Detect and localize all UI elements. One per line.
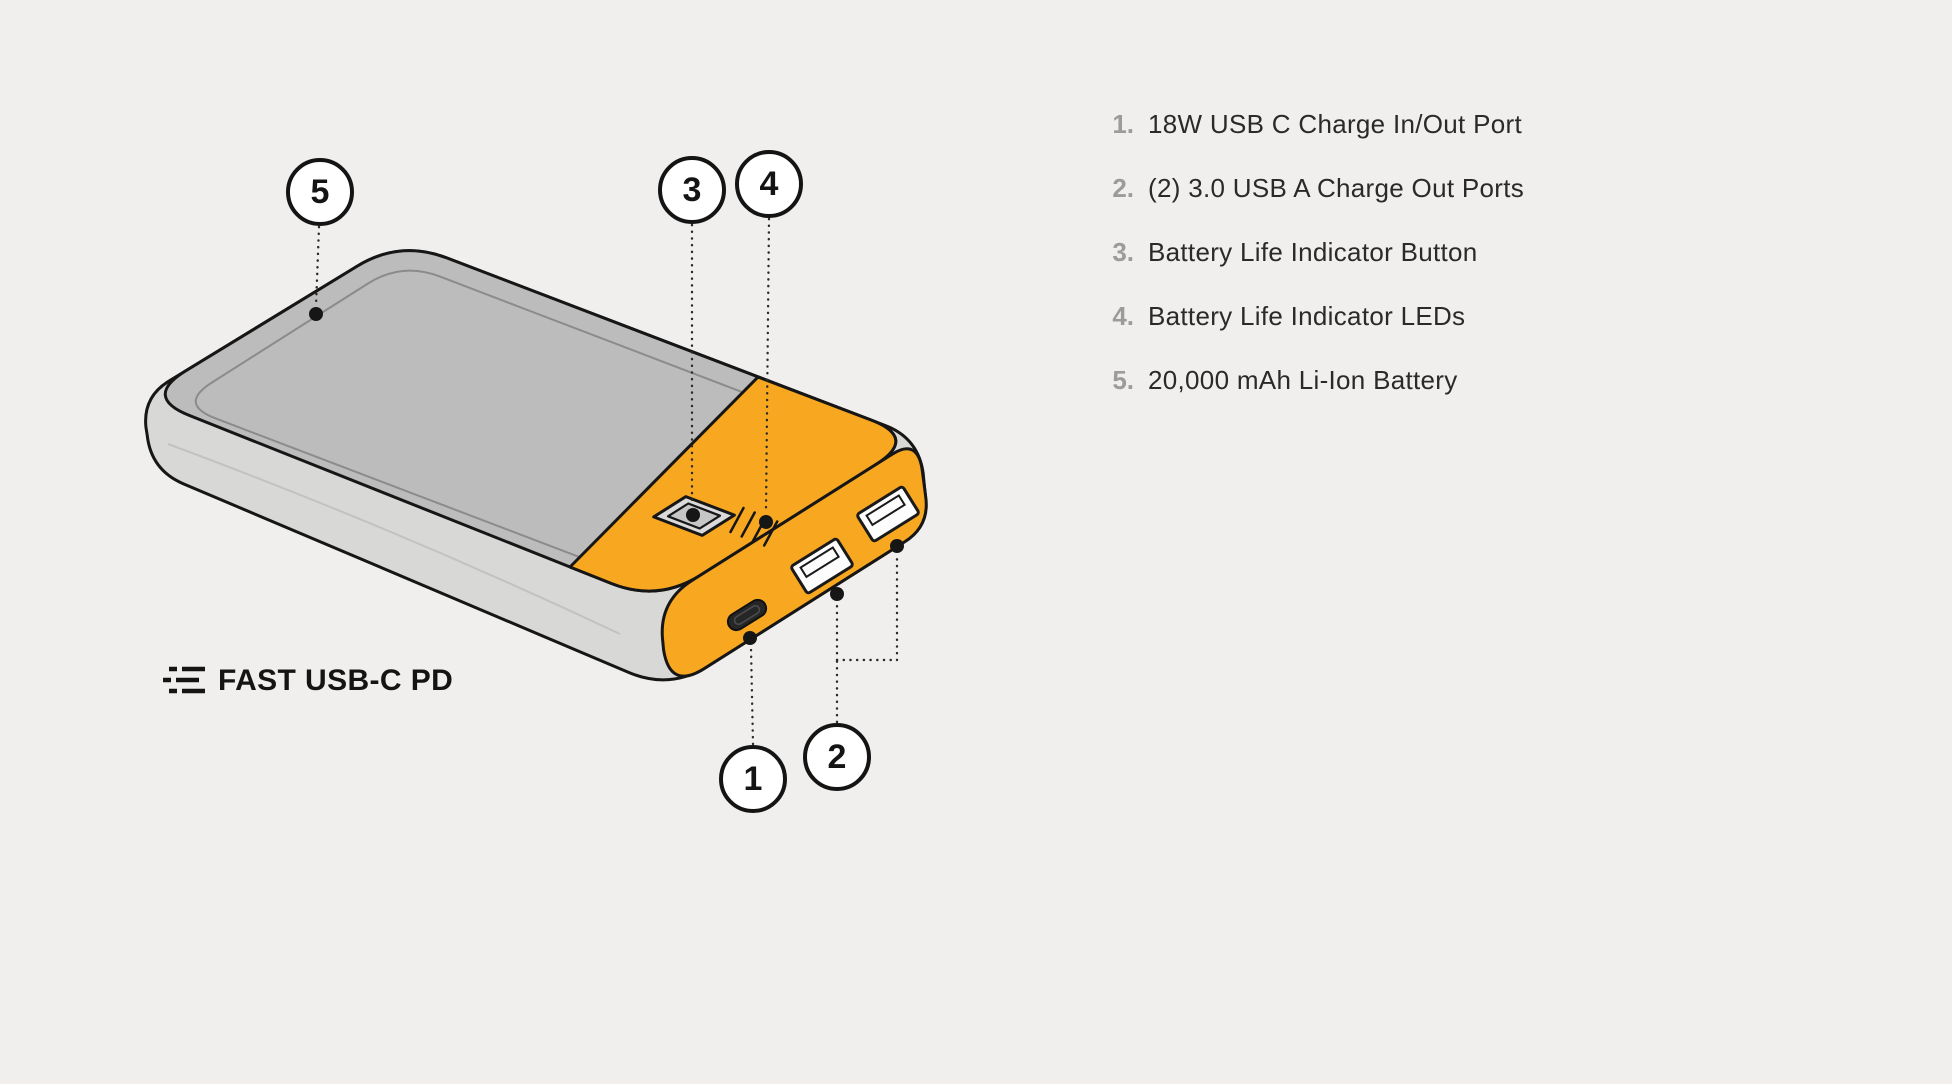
legend-item-text: 20,000 mAh Li-Ion Battery xyxy=(1148,364,1458,395)
legend-item-3: 3. Battery Life Indicator Button xyxy=(1098,220,1524,284)
leader-dots xyxy=(309,307,904,645)
fast-usbc-pd-badge: FAST USB-C PD xyxy=(163,664,453,698)
leader-lines xyxy=(314,217,899,746)
device-side-seam xyxy=(167,443,621,635)
parts-legend: 1. 18W USB C Charge In/Out Port 2. (2) 3… xyxy=(1098,92,1524,412)
legend-item-text: Battery Life Indicator LEDs xyxy=(1148,300,1466,331)
leader-line-1 xyxy=(749,646,755,746)
legend-item-text: 18W USB C Charge In/Out Port xyxy=(1148,108,1522,139)
callout-circle-5: 5 xyxy=(286,158,354,226)
speed-lines-icon xyxy=(163,666,205,694)
callout-circle-2: 2 xyxy=(803,723,871,791)
leader-line-5 xyxy=(314,225,321,308)
callout-circle-3: 3 xyxy=(658,156,726,224)
legend-item-text: (2) 3.0 USB A Charge Out Ports xyxy=(1148,172,1525,203)
callout-number: 4 xyxy=(759,164,779,203)
usb-c-port-icon xyxy=(726,598,768,632)
usb-a-port-2-icon xyxy=(856,485,920,543)
callout-number: 3 xyxy=(682,170,702,209)
leader-dot-3 xyxy=(686,508,700,522)
leader-dot-1 xyxy=(743,631,757,645)
legend-item-number: 1. xyxy=(1112,108,1134,139)
legend-item-4: 4. Battery Life Indicator LEDs xyxy=(1098,284,1524,348)
leader-dot-4 xyxy=(759,515,773,529)
legend-item-1: 1. 18W USB C Charge In/Out Port xyxy=(1098,92,1524,156)
usb-a-port-1-icon xyxy=(790,537,854,595)
legend-item-number: 4. xyxy=(1112,300,1134,331)
legend-item-number: 2. xyxy=(1112,172,1134,203)
leader-dot-5 xyxy=(309,307,323,321)
badge-label: FAST USB-C PD xyxy=(218,664,454,697)
callout-number: 2 xyxy=(827,737,847,776)
legend-item-number: 3. xyxy=(1112,236,1134,267)
callout-number: 5 xyxy=(310,172,330,211)
legend-item-2: 2. (2) 3.0 USB A Charge Out Ports xyxy=(1098,156,1524,220)
callout-number: 1 xyxy=(743,759,763,798)
legend-item-text: Battery Life Indicator Button xyxy=(1148,236,1478,267)
leader-dot-2b xyxy=(890,539,904,553)
leader-dot-2a xyxy=(830,587,844,601)
legend-item-5: 5. 20,000 mAh Li-Ion Battery xyxy=(1098,348,1524,412)
callout-circle-4: 4 xyxy=(735,150,803,218)
legend-item-number: 5. xyxy=(1112,364,1134,395)
callout-circle-1: 1 xyxy=(719,745,787,813)
